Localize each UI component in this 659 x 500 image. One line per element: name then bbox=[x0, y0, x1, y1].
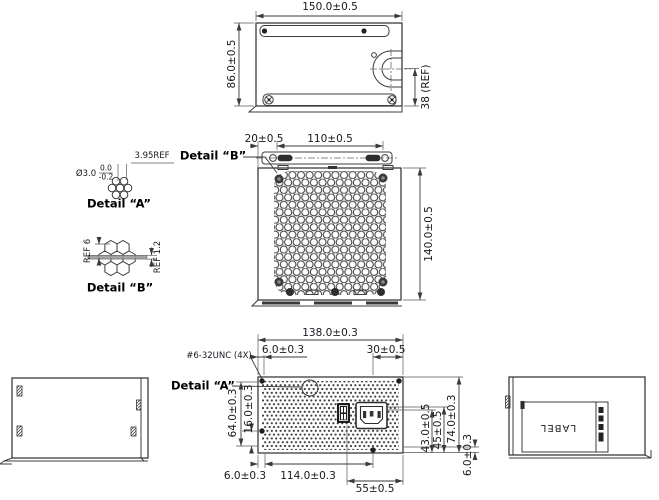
dim-depth: 140.0±0.5 bbox=[422, 206, 435, 262]
fan-panel-view bbox=[243, 141, 426, 307]
power-switch bbox=[337, 403, 350, 423]
top-mount-strip bbox=[259, 25, 390, 37]
dim-rear-height: 74.0±0.3 bbox=[445, 394, 458, 444]
dim-screw-height: 64.0±0.3 bbox=[226, 388, 239, 438]
dim-switch-height: 45±0.5 bbox=[431, 410, 444, 450]
ac-inlet bbox=[355, 401, 388, 430]
dim-bottom-edge: 6.0±0.3 bbox=[223, 469, 267, 482]
dim-rear-flange: 6.0±0.3 bbox=[461, 433, 474, 477]
screw bbox=[264, 95, 274, 105]
detail-b-web-ref: REF 1.2 bbox=[152, 240, 163, 274]
detail-b-view bbox=[87, 237, 157, 277]
dim-rear-corner: 30±0.5 bbox=[366, 343, 406, 356]
web-strip bbox=[87, 255, 148, 260]
vent-tab bbox=[136, 399, 142, 411]
dim-inlet-offset: 55±0.5 bbox=[355, 482, 395, 495]
vent-tab bbox=[130, 426, 137, 437]
mount-slot bbox=[365, 154, 381, 162]
detail-b-hex-ref: REF 6 bbox=[82, 238, 93, 264]
side-label-text: LABEL bbox=[539, 422, 577, 433]
hole-cluster bbox=[107, 176, 133, 200]
mount-slot bbox=[277, 154, 293, 162]
dim-cable-ref: 38 (REF) bbox=[419, 64, 432, 110]
hex-cluster bbox=[98, 239, 136, 277]
left-side-view bbox=[0, 377, 149, 465]
dim-inlet-height: 43.0±0.5 bbox=[419, 403, 432, 453]
detail-a-tol-lower: -0.2 bbox=[98, 172, 114, 182]
detail-b-title: Detail “B” bbox=[86, 280, 154, 295]
panel-outline bbox=[257, 167, 402, 301]
detail-b-callout: Detail “B” bbox=[179, 148, 247, 163]
screw-hole bbox=[361, 28, 367, 34]
rear-panel-view bbox=[231, 334, 479, 485]
thread-spec: #6-32UNC (4X) bbox=[186, 350, 252, 361]
detail-a-title: Detail “A” bbox=[87, 196, 151, 211]
bottom-mount-strip bbox=[262, 93, 397, 106]
detail-b-dimensions bbox=[95, 237, 157, 267]
dim-screw-bottom: 16.0±0.3 bbox=[242, 384, 255, 434]
detail-a-leader bbox=[231, 385, 303, 388]
product-label bbox=[521, 401, 609, 453]
mounting-bracket bbox=[256, 151, 398, 170]
detail-a-hole-dia: Ø3.0 bbox=[75, 168, 97, 179]
dim-rear-width: 138.0±0.3 bbox=[302, 326, 358, 339]
dim-rear-edge: 6.0±0.3 bbox=[261, 343, 305, 356]
mount-hole bbox=[269, 154, 277, 162]
fan-grille-honeycomb bbox=[274, 171, 386, 295]
vent-tab bbox=[16, 425, 23, 437]
top-view bbox=[234, 11, 419, 113]
dim-mount-span: 110±0.5 bbox=[307, 132, 353, 145]
vent-tab bbox=[505, 395, 511, 409]
cable-exit-bushing bbox=[370, 49, 411, 91]
top-view-dimensions bbox=[234, 11, 419, 107]
screw bbox=[387, 95, 397, 105]
screw-hole bbox=[261, 28, 268, 34]
detail-a-callout: Detail “A” bbox=[171, 378, 235, 393]
rear-screws bbox=[259, 378, 402, 453]
dim-overall-width: 150.0±0.5 bbox=[302, 0, 358, 13]
detail-a-view bbox=[99, 162, 174, 200]
detail-a-callout-circle bbox=[301, 379, 319, 397]
dim-overall-height: 86.0±0.5 bbox=[225, 39, 238, 89]
vent-tab bbox=[16, 385, 23, 397]
fan-screws bbox=[274, 173, 388, 287]
thread-leader bbox=[249, 355, 263, 380]
right-side-view bbox=[505, 376, 652, 459]
detail-b-leader bbox=[243, 156, 278, 174]
rear-view-dimensions bbox=[231, 334, 479, 485]
dim-screw-span: 114.0±0.3 bbox=[280, 469, 336, 482]
fan-view-dimensions bbox=[243, 141, 426, 301]
bottom-edge-features bbox=[250, 288, 402, 307]
dim-mount-offset: 20±0.5 bbox=[244, 132, 284, 145]
label-cert-marks bbox=[598, 407, 604, 442]
detail-a-tol-upper: 0.0 bbox=[100, 163, 112, 173]
mount-hole bbox=[381, 154, 389, 162]
detail-a-pitch-ref: 3.95REF bbox=[134, 150, 170, 161]
